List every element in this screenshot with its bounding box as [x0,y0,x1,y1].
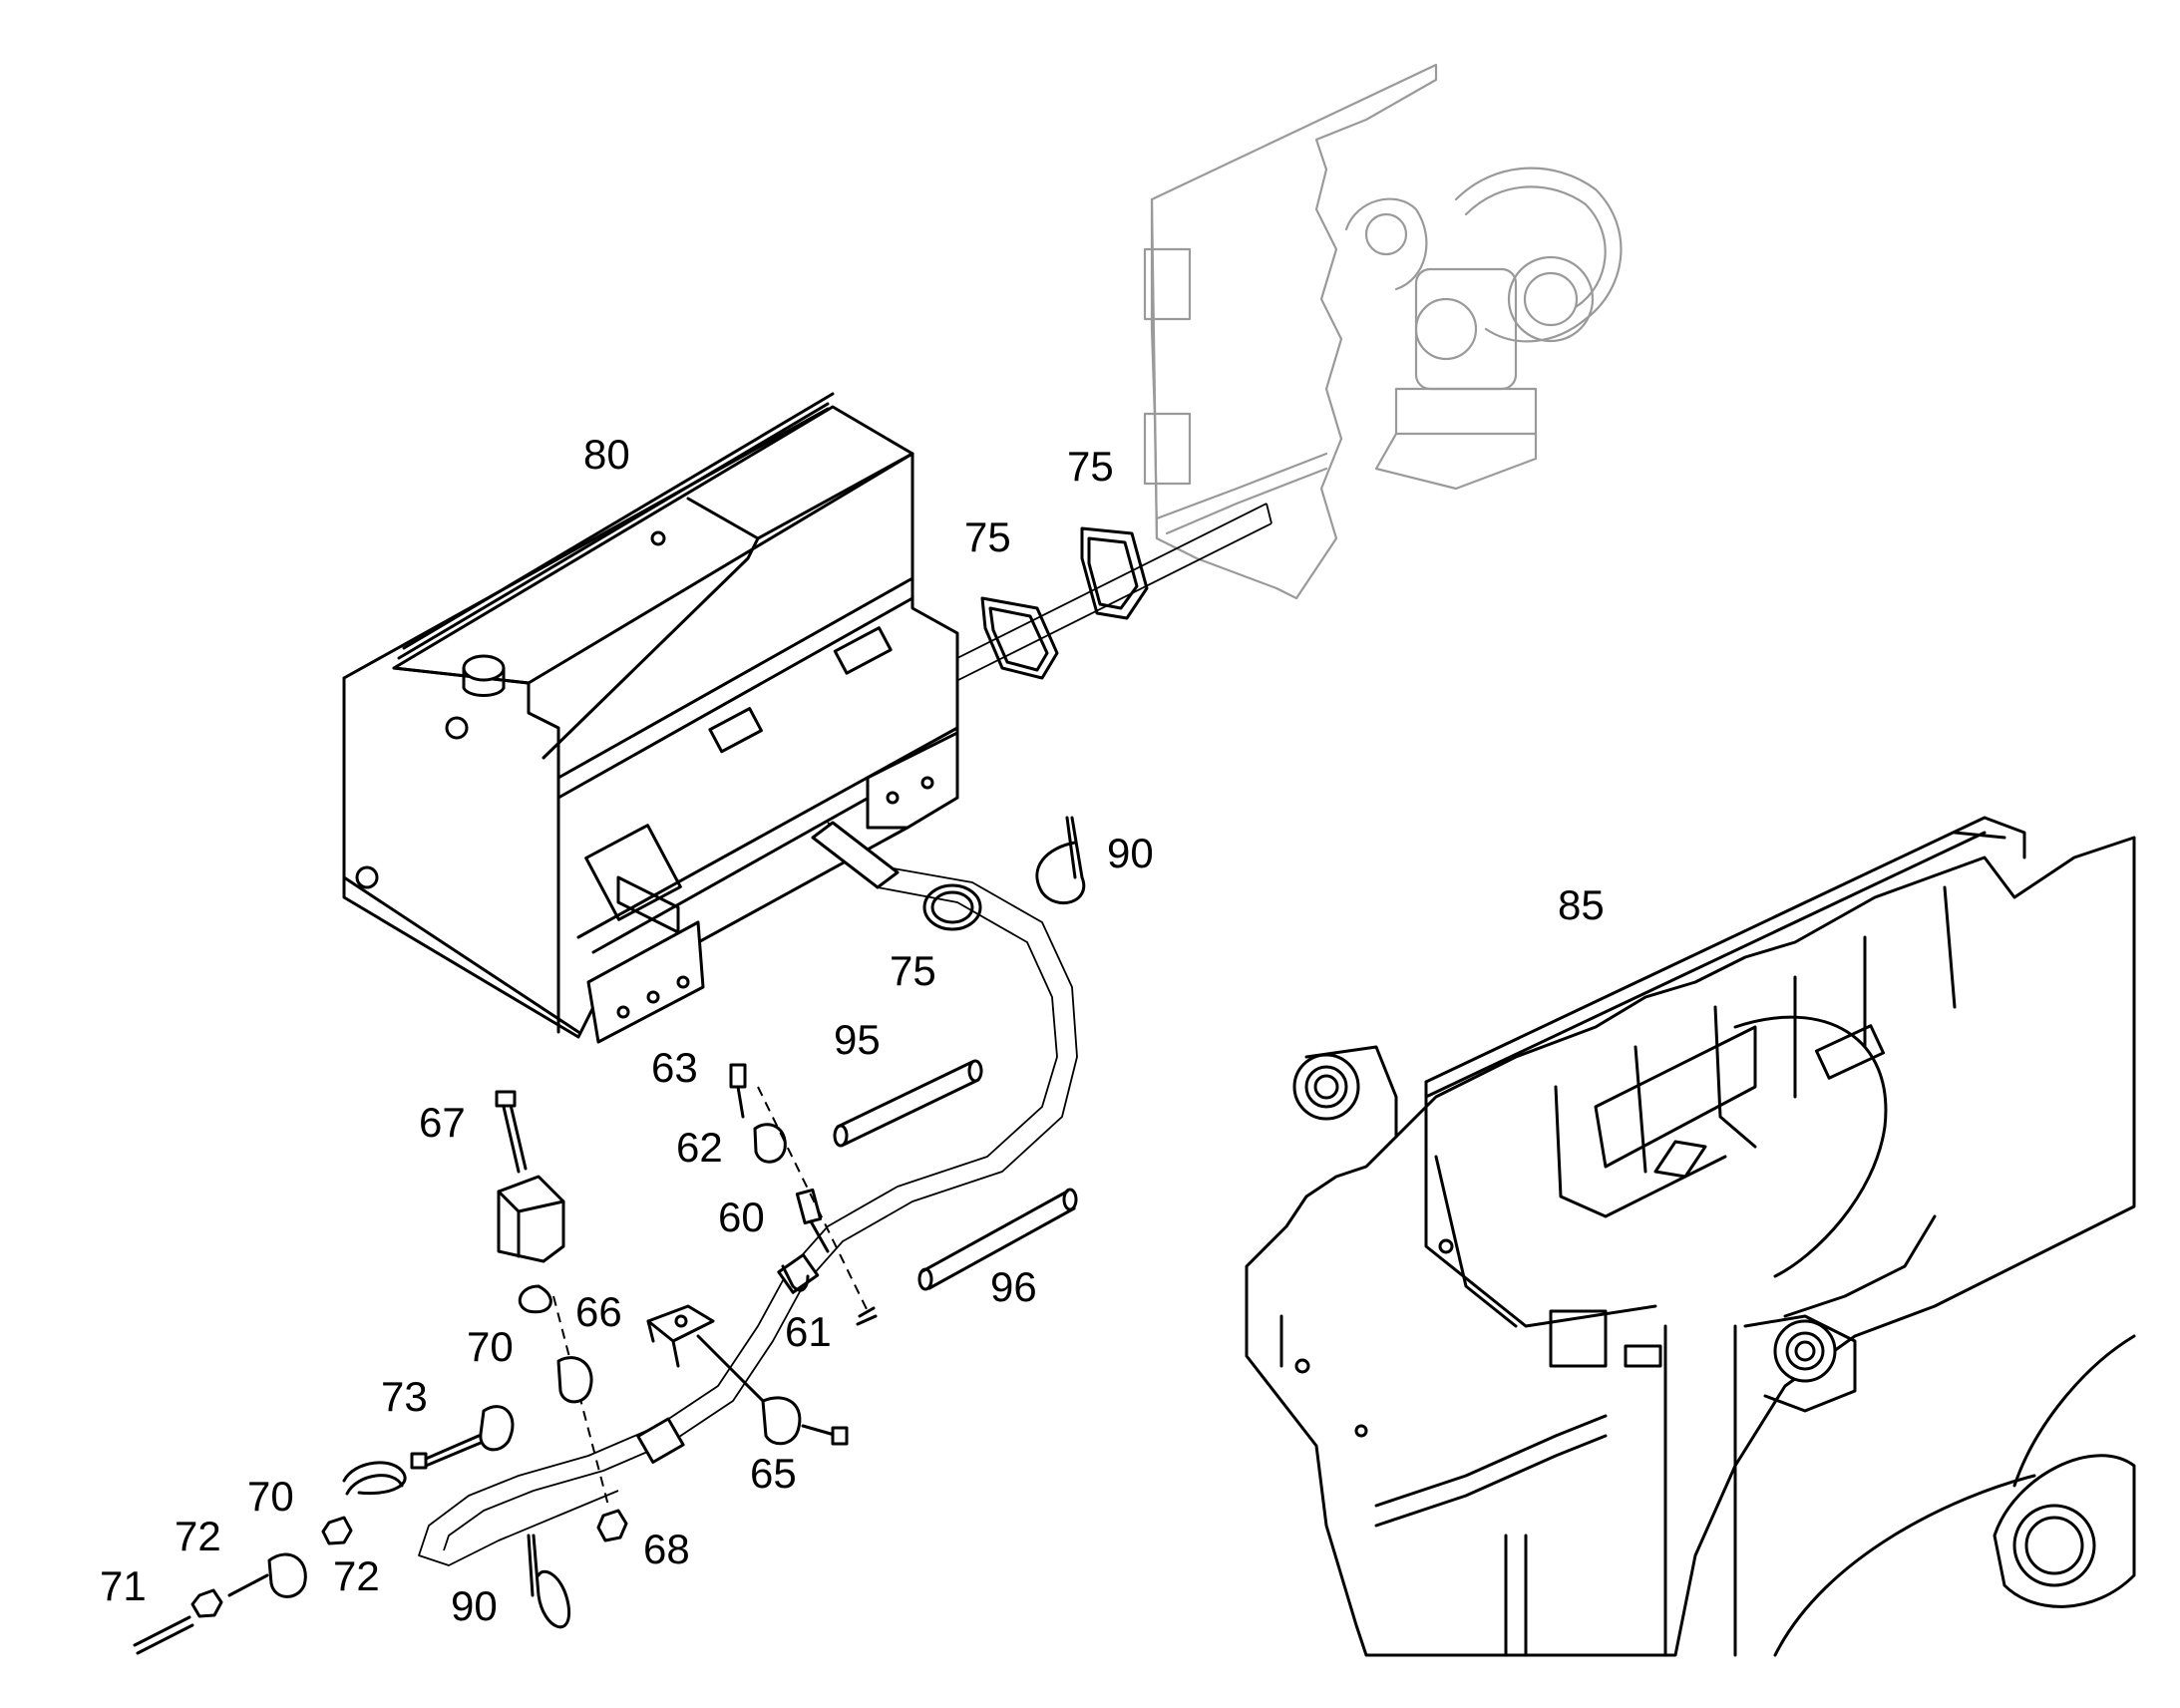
clip-90-upper [1035,816,1086,905]
callout-65: 65 [750,1450,797,1497]
callout-72-lower: 72 [333,1552,380,1599]
frame-85 [1245,816,2136,1657]
tube-96 [917,1188,1078,1291]
callout-96: 96 [990,1263,1037,1310]
nut-72-lower [190,1588,223,1618]
strap-clamp [342,1461,407,1496]
callout-95: 95 [834,1016,881,1063]
tank-80 [342,392,959,1044]
callout-70-lower: 70 [247,1473,294,1520]
fitting-63 [729,1063,747,1119]
bracket-67 [497,1175,609,1507]
fitting-61 [757,1086,878,1326]
callout-75-upper: 75 [1067,443,1114,490]
callout-75-lower: 75 [890,947,936,994]
clamp-70-lower [267,1552,307,1598]
nut-72-upper [321,1516,353,1545]
seal-75-upper [1080,526,1149,620]
clamp-70-upper [556,1356,593,1404]
fitting-62 [753,1123,787,1164]
callout-67: 67 [419,1099,466,1146]
callout-66: 66 [575,1288,622,1335]
callout-90-lower: 90 [451,1582,498,1629]
fitting-60 [795,1188,830,1253]
tube-95 [833,1059,983,1148]
ghost-engine-assembly [1143,63,1623,600]
callout-75-middle: 75 [964,513,1011,560]
callout-61: 61 [785,1308,832,1355]
callout-73: 73 [381,1373,428,1420]
bolt-71 [133,1573,269,1655]
callout-63: 63 [651,1044,698,1091]
callout-labels: 80 75 75 75 90 85 95 63 62 67 60 96 66 6… [100,431,1605,1629]
callout-85: 85 [1558,881,1605,928]
nut-68 [596,1509,628,1542]
clamp-70-lower-upper [479,1405,515,1452]
callout-68: 68 [643,1526,690,1572]
callout-90-upper: 90 [1107,830,1154,876]
clip-90-lower [527,1534,571,1629]
screw-73 [410,1434,483,1470]
callout-72-upper: 72 [175,1513,221,1559]
bolt-67 [495,1090,528,1174]
callout-62: 62 [676,1124,723,1171]
hose-assembly [418,821,1078,1566]
clamp-65 [761,1396,849,1446]
callout-80: 80 [583,431,630,478]
bracket-66 [646,1304,780,1418]
seal-75-lower [922,883,982,931]
callout-71: 71 [100,1562,147,1609]
seal-75-middle [980,596,1059,680]
callout-60: 60 [718,1194,765,1240]
callout-70-upper: 70 [467,1323,514,1370]
